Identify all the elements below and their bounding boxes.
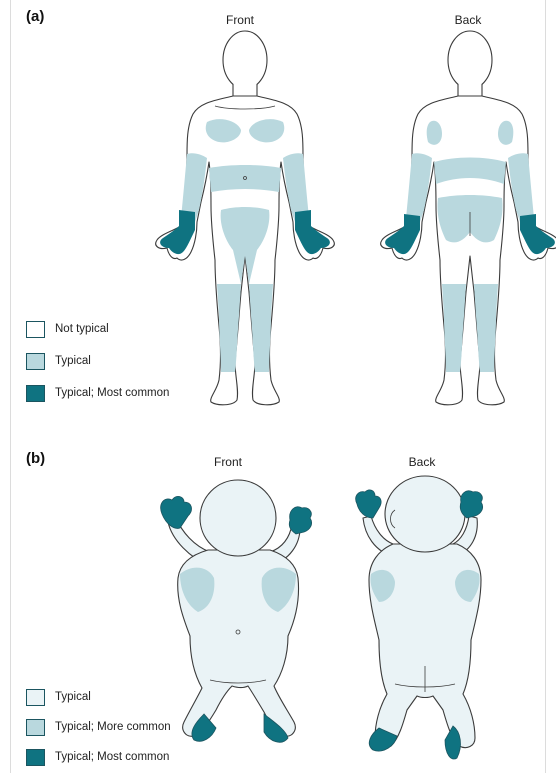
adult-front-waist [209, 165, 281, 192]
legend-a-swatch-not-typical [26, 321, 45, 338]
legend-a-label-typical: Typical [55, 355, 91, 367]
panel-b-front-label: Front [188, 455, 268, 469]
legend-a-label-most-common: Typical; Most common [55, 387, 169, 399]
legend-b-label-most-common: Typical; Most common [55, 751, 169, 763]
legend-a-item-typical: Typical [26, 350, 91, 372]
infant-front-hand-right [289, 507, 311, 534]
panel-a-back-label: Back [428, 13, 508, 27]
legend-b-label-more-common: Typical; More common [55, 721, 171, 733]
adult-front-figure [145, 26, 345, 416]
legend-b-swatch-more-common [26, 719, 45, 736]
infant-back-figure [335, 470, 515, 770]
adult-back-figure [370, 26, 556, 416]
panel-a-front-label: Front [200, 13, 280, 27]
adult-front-head [223, 31, 267, 89]
infant-back-head [385, 476, 465, 552]
legend-a-label-not-typical: Not typical [55, 323, 109, 335]
adult-back-arm-left [406, 153, 432, 222]
legend-b-swatch-most-common [26, 749, 45, 766]
infant-back-hand-left [356, 490, 381, 518]
legend-a-swatch-typical [26, 353, 45, 370]
panel-a-label: (a) [26, 8, 44, 25]
legend-b-item-most-common: Typical; Most common [26, 746, 169, 768]
legend-b-swatch-typical [26, 689, 45, 706]
legend-a-item-not-typical: Not typical [26, 318, 109, 340]
legend-a-item-most-common: Typical; Most common [26, 382, 169, 404]
legend-b-label-typical: Typical [55, 691, 91, 703]
infant-front-figure [150, 470, 330, 760]
legend-b-item-more-common: Typical; More common [26, 716, 171, 738]
adult-back-arm-right [508, 153, 534, 222]
adult-back-head [448, 31, 492, 89]
infant-front-hand-left [161, 496, 192, 528]
legend-a-swatch-most-common [26, 385, 45, 402]
legend-b-item-typical: Typical [26, 686, 91, 708]
panel-b-label: (b) [26, 450, 45, 467]
infant-back-hand-right [460, 491, 482, 518]
infant-front-head [200, 480, 276, 556]
panel-b-back-label: Back [382, 455, 462, 469]
